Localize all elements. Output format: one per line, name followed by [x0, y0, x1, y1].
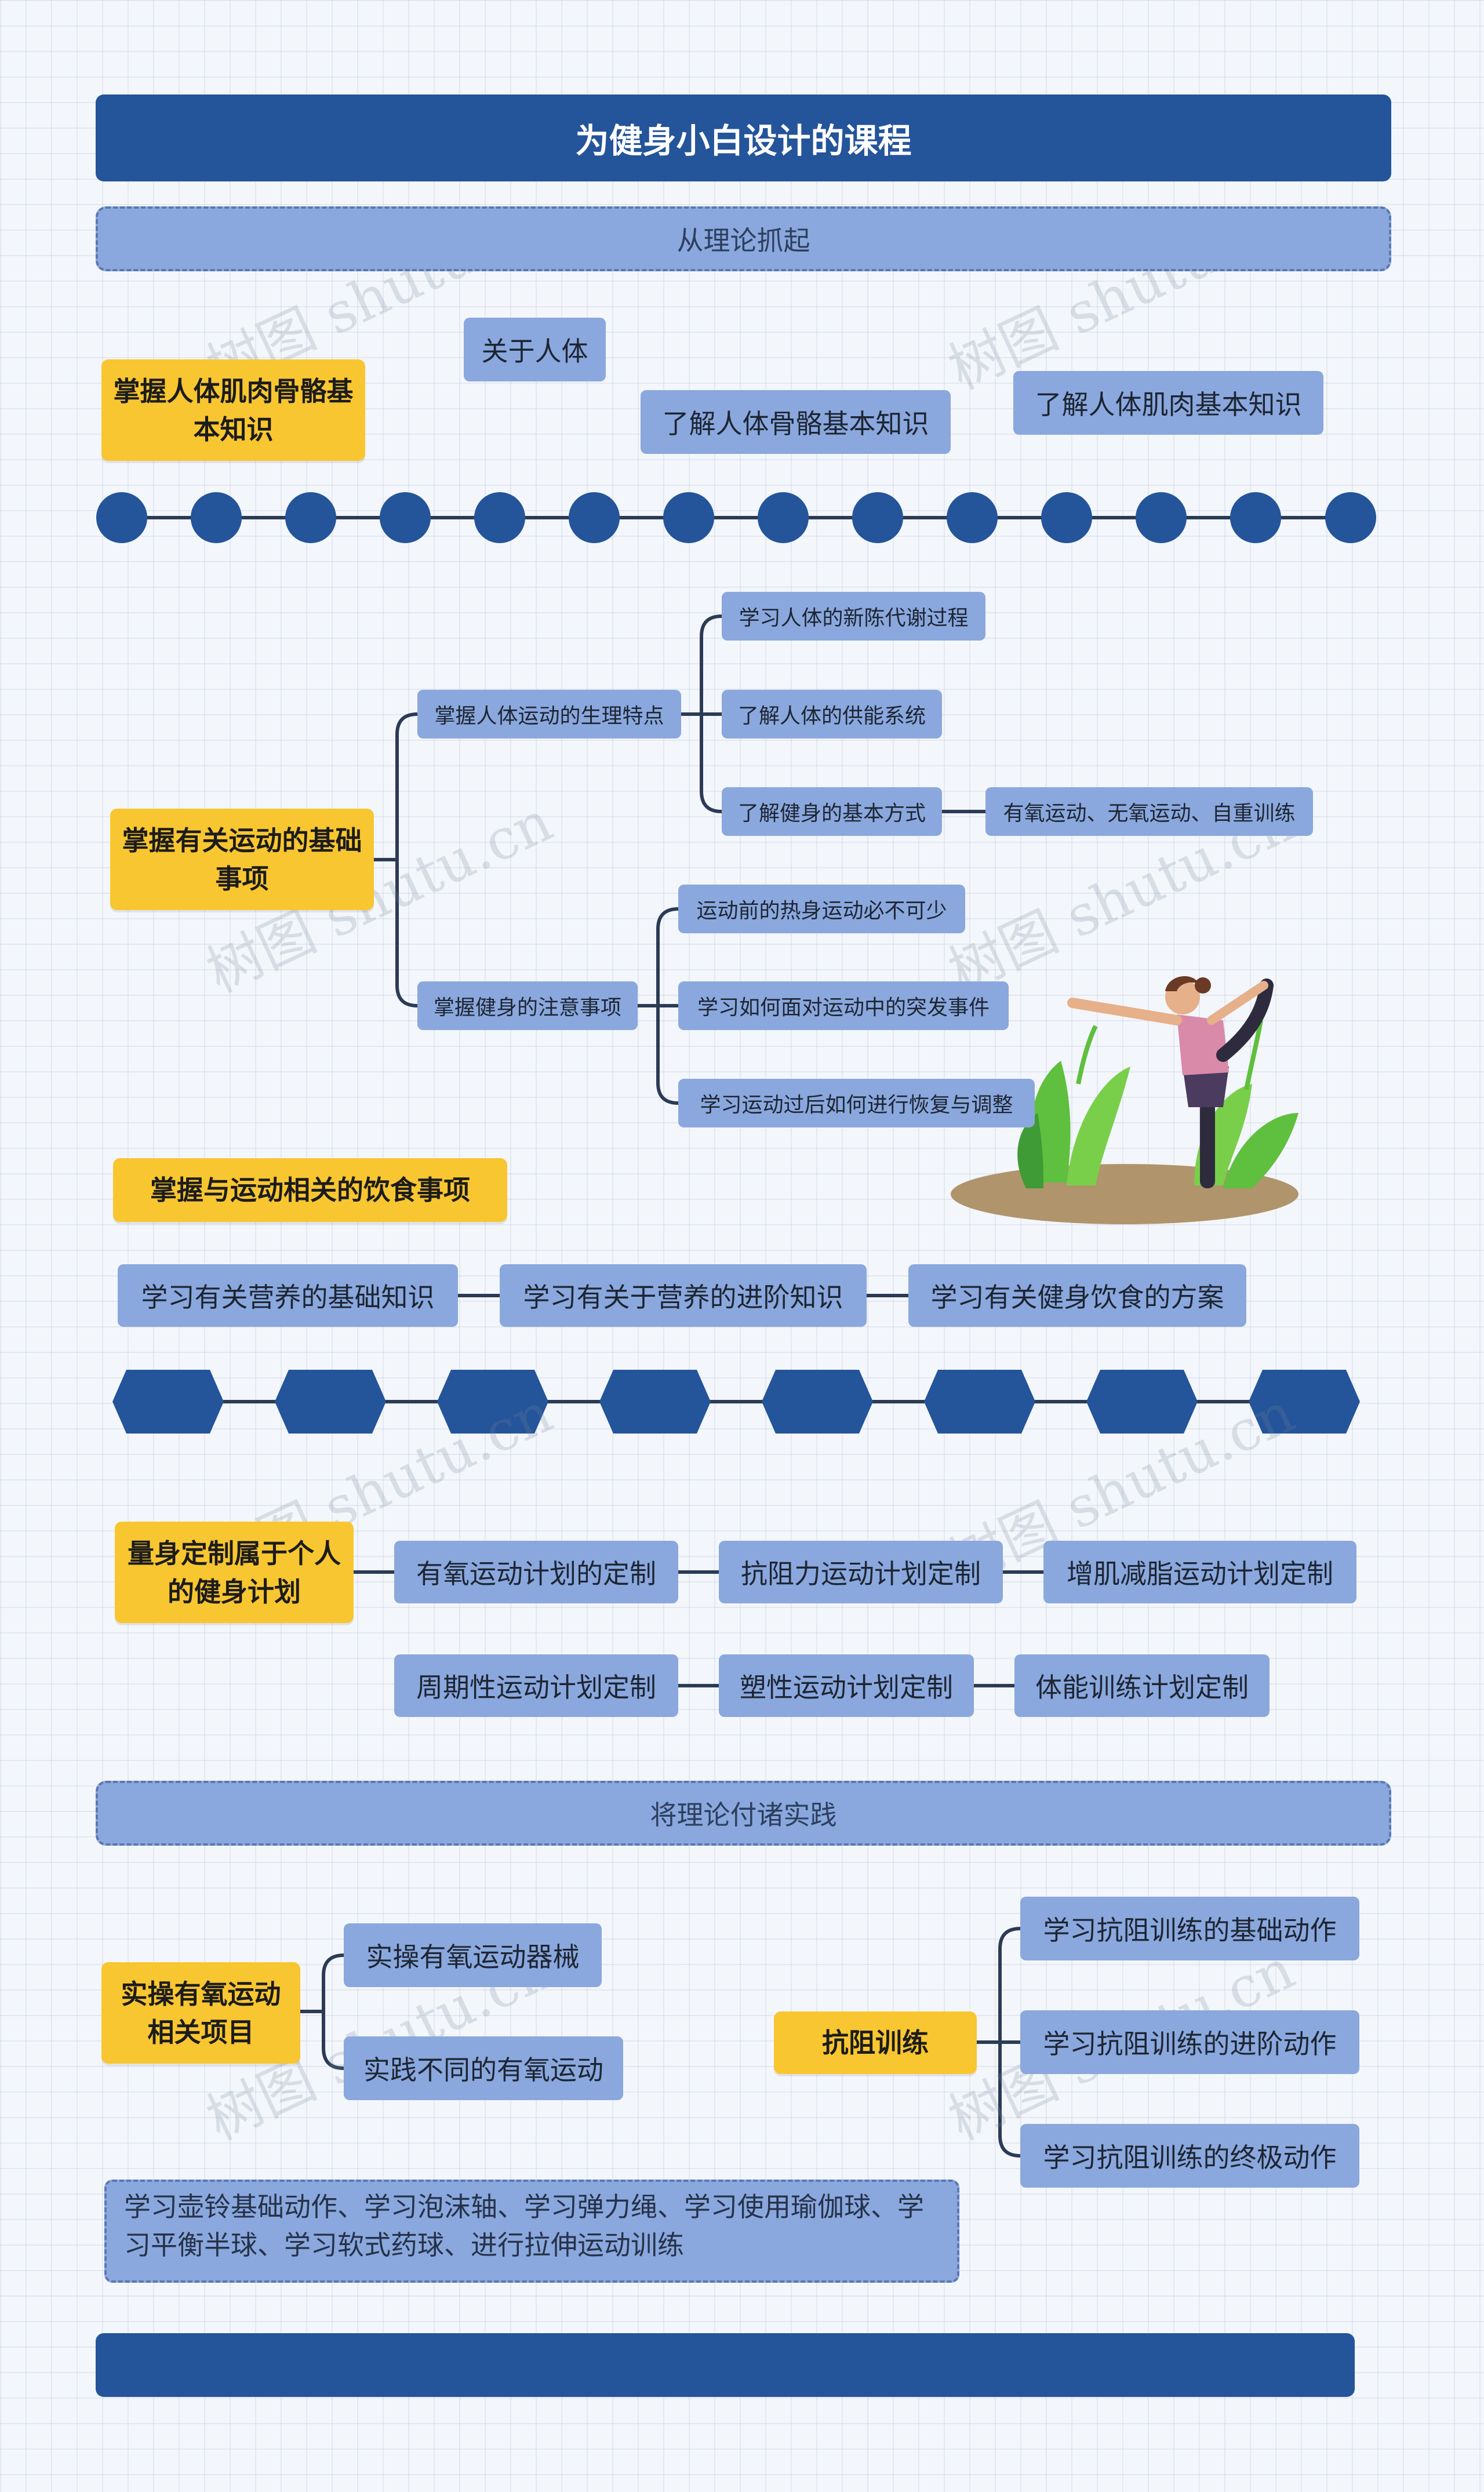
topic1-item-about-body: 关于人体: [464, 318, 606, 381]
aerobic-item-varieties: 实践不同的有氧运动: [344, 2036, 623, 2100]
plan-item-aerobic: 有氧运动计划的定制: [394, 1541, 678, 1603]
resistance-item-ultimate: 学习抗阻训练的终极动作: [1020, 2124, 1359, 2188]
training-note: 学习壶铃基础动作、学习泡沫轴、学习弹力绳、学习使用瑜伽球、学习平衡半球、学习软式…: [104, 2180, 959, 2283]
item-energy-system: 了解人体的供能系统: [722, 690, 942, 738]
topic1-item-muscle: 了解人体肌肉基本知识: [1013, 371, 1323, 435]
aerobic-item-equipment: 实操有氧运动器械: [344, 1923, 602, 1987]
plan-item-shaping: 塑性运动计划定制: [719, 1654, 974, 1717]
item-basic-methods: 了解健身的基本方式: [722, 787, 942, 836]
resistance-item-advanced: 学习抗阻训练的进阶动作: [1020, 2010, 1359, 2074]
plan-item-periodic: 周期性运动计划定制: [394, 1654, 678, 1717]
plan-item-fitness: 体能训练计划定制: [1014, 1654, 1270, 1717]
branch-physiology: 掌握人体运动的生理特点: [417, 690, 681, 738]
topic-diet: 掌握与运动相关的饮食事项: [113, 1158, 507, 1222]
item-exercise-types: 有氧运动、无氧运动、自重训练: [985, 787, 1313, 836]
topic-custom-plan: 量身定制属于个人的健身计划: [115, 1522, 354, 1623]
topic-aerobic-practice: 实操有氧运动相关项目: [101, 1962, 300, 2064]
diet-item-basics: 学习有关营养的基础知识: [118, 1264, 458, 1327]
item-emergencies: 学习如何面对运动中的突发事件: [678, 981, 1009, 1030]
topic-muscle-skeleton: 掌握人体肌肉骨骼基本知识: [101, 359, 365, 461]
topic-resistance: 抗阻训练: [774, 2011, 977, 2074]
item-warmup: 运动前的热身运动必不可少: [678, 885, 965, 933]
yoga-illustration: [951, 976, 1298, 1224]
footer-banner: [96, 2333, 1355, 2397]
resistance-item-basic: 学习抗阻训练的基础动作: [1020, 1897, 1359, 1960]
plan-item-resistance: 抗阻力运动计划定制: [719, 1541, 1003, 1603]
section-practice: 将理论付诸实践: [96, 1781, 1391, 1846]
topic-exercise-basics: 掌握有关运动的基础事项: [110, 809, 374, 910]
branch-precautions: 掌握健身的注意事项: [417, 981, 638, 1030]
page-title: 为健身小白设计的课程: [96, 94, 1391, 181]
diet-item-plan: 学习有关健身饮食的方案: [908, 1264, 1246, 1327]
item-recovery: 学习运动过后如何进行恢复与调整: [678, 1079, 1035, 1127]
topic1-item-skeleton: 了解人体骨骼基本知识: [641, 390, 951, 454]
hexagon-chain: [112, 1370, 1360, 1434]
item-metabolism: 学习人体的新陈代谢过程: [722, 592, 985, 641]
section-theory: 从理论抓起: [96, 206, 1391, 271]
diet-item-advanced: 学习有关于营养的进阶知识: [500, 1264, 867, 1327]
plan-item-muscle-fat: 增肌减脂运动计划定制: [1043, 1541, 1356, 1603]
circle-chain: [96, 492, 1376, 543]
